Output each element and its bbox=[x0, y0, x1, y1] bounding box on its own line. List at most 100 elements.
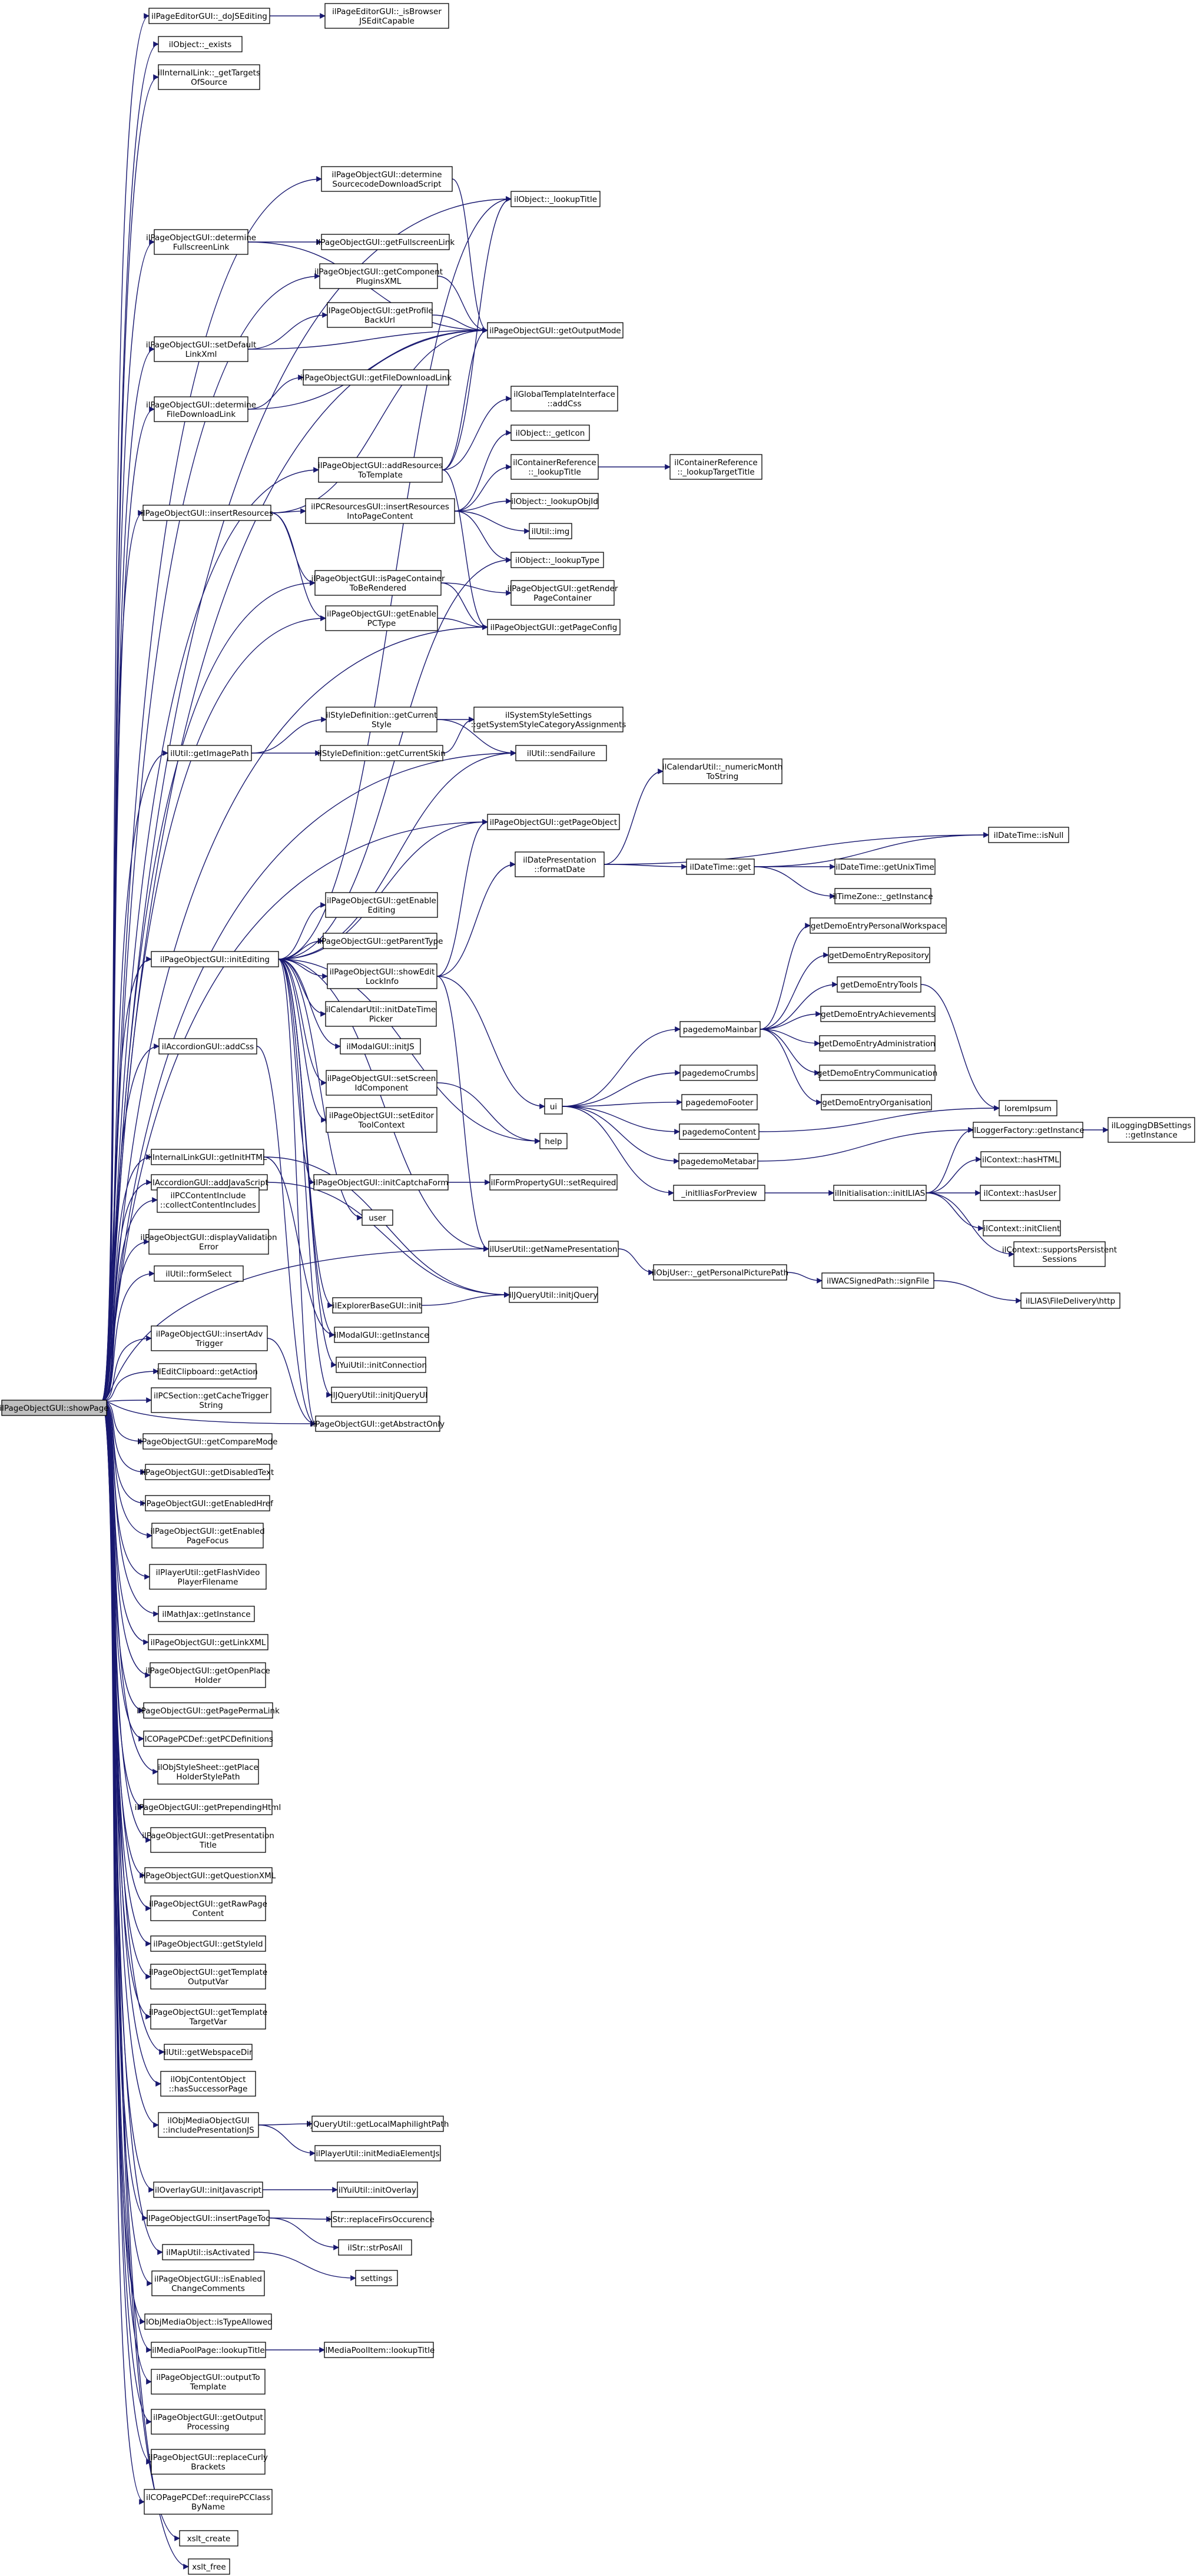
graph-node-n47[interactable]: getDemoEntryTools bbox=[837, 976, 921, 993]
graph-node-n120[interactable]: ilStr::replaceFirsOccurence bbox=[328, 2211, 435, 2227]
graph-node-n76[interactable]: user bbox=[362, 1209, 393, 1226]
graph-node-n109[interactable]: ilPageObjectGUI::getStyleId bbox=[150, 1935, 266, 1952]
graph-node-n39[interactable]: ilDateTime::getUnixTime bbox=[834, 858, 936, 875]
graph-node-n61[interactable]: ilInternalLinkGUI::getInitHTML bbox=[148, 1149, 267, 1165]
graph-node-n99[interactable]: ilMathJax::getInstance bbox=[158, 1606, 255, 1622]
graph-node-n90[interactable]: ilYuiUtil::initConnection bbox=[335, 1357, 427, 1373]
graph-node-n103[interactable]: ilCOPagePCDef::getPCDefinitions bbox=[142, 1730, 273, 1747]
graph-node-n67[interactable]: help bbox=[539, 1133, 568, 1149]
graph-node-n1[interactable]: ilPageEditorGUI::_doJSEditing bbox=[148, 8, 270, 24]
graph-node-n63[interactable]: pagedemoContent bbox=[679, 1123, 760, 1140]
graph-node-n6[interactable]: ilPageObjectGUI::determineSourcecodeDown… bbox=[321, 166, 453, 192]
graph-node-n95[interactable]: ilPageObjectGUI::getDisabledText bbox=[141, 1464, 274, 1480]
graph-node-n107[interactable]: ilPageObjectGUI::getQuestionXML bbox=[141, 1867, 276, 1884]
graph-node-n62[interactable]: loremIpsum bbox=[999, 1100, 1057, 1116]
graph-node-n22[interactable]: ilPCResourcesGUI::insertResourcesIntoPag… bbox=[305, 498, 455, 524]
graph-node-n64[interactable]: ilLoggerFactory::getInstance bbox=[971, 1122, 1085, 1138]
graph-node-n42[interactable]: ilPageObjectGUI::getParentType bbox=[317, 933, 443, 949]
graph-node-n118[interactable]: ilYuiUtil::initOverlay bbox=[337, 2182, 418, 2198]
graph-node-n65[interactable]: ilLoggingDBSettings::getInstance bbox=[1108, 1117, 1195, 1143]
graph-node-n114[interactable]: ilObjMediaObjectGUI::includePresentation… bbox=[158, 2112, 259, 2138]
graph-node-n60[interactable]: getDemoEntryOrganisation bbox=[821, 1094, 932, 1110]
graph-node-n59[interactable]: pagedemoFooter bbox=[681, 1094, 758, 1110]
graph-node-n45[interactable]: getDemoEntryPersonalWorkspace bbox=[810, 917, 947, 934]
graph-node-n20[interactable]: ilObject::_lookupObjId bbox=[510, 493, 599, 509]
graph-node-n43[interactable]: ilPageObjectGUI::initEditing bbox=[151, 951, 279, 967]
graph-node-n8[interactable]: ilPageObjectGUI::getFullscreenLink bbox=[316, 234, 455, 250]
graph-node-n23[interactable]: ilUtil::img bbox=[529, 523, 572, 539]
graph-node-n133[interactable]: xslt_free bbox=[188, 2558, 230, 2575]
graph-node-n70[interactable]: ilPageObjectGUI::initCaptchaForm bbox=[313, 1174, 449, 1191]
graph-node-n30[interactable]: ilSystemStyleSettings::getSystemStyleCat… bbox=[471, 707, 626, 732]
graph-node-n92[interactable]: ilJQueryUtil::initjQueryUI bbox=[331, 1387, 427, 1403]
graph-node-n49[interactable]: getDemoEntryAchievements bbox=[820, 1006, 936, 1022]
graph-node-n112[interactable]: ilUtil::getWebspaceDir bbox=[164, 2044, 253, 2060]
graph-node-n41[interactable]: ilTimeZone::_getInstance bbox=[833, 888, 933, 904]
graph-node-n132[interactable]: xslt_create bbox=[179, 2530, 238, 2547]
graph-node-n75[interactable]: ilPCContentInclude::collectContentInclud… bbox=[157, 1187, 260, 1213]
graph-node-n98[interactable]: ilPlayerUtil::getFlashVideoPlayerFilenam… bbox=[149, 1564, 267, 1590]
graph-node-n93[interactable]: ilPageObjectGUI::getAbstractOnly bbox=[311, 1415, 445, 1432]
graph-node-n46[interactable]: getDemoEntryRepository bbox=[828, 947, 930, 963]
graph-node-n51[interactable]: ilModalGUI::initJS bbox=[340, 1038, 421, 1055]
graph-node-n57[interactable]: ui bbox=[544, 1098, 563, 1115]
graph-node-n102[interactable]: ilPageObjectGUI::getPagePermaLink bbox=[137, 1702, 280, 1719]
graph-node-n11[interactable]: ilPageObjectGUI::getOutputMode bbox=[487, 322, 624, 339]
graph-node-n55[interactable]: pagedemoCrumbs bbox=[679, 1065, 758, 1081]
graph-node-n71[interactable]: ilFormPropertyGUI::setRequired bbox=[489, 1174, 618, 1191]
graph-node-n127[interactable]: ilMediaPoolItem::lookupTitle bbox=[323, 2342, 435, 2358]
graph-node-n123[interactable]: settings bbox=[355, 2270, 398, 2286]
graph-node-n86[interactable]: ilLIAS\FileDelivery\http bbox=[1020, 1292, 1120, 1309]
graph-node-n14[interactable]: ilPageObjectGUI::determineFileDownloadLi… bbox=[146, 396, 256, 422]
graph-node-n125[interactable]: ilObjMediaObject::isTypeAllowed bbox=[144, 2313, 273, 2330]
graph-node-n126[interactable]: ilMediaPoolPage::lookupTitle bbox=[151, 2342, 266, 2358]
graph-node-n28[interactable]: ilPageObjectGUI::getPageConfig bbox=[487, 619, 621, 635]
graph-node-n81[interactable]: ilUtil::formSelect bbox=[154, 1265, 244, 1282]
graph-node-n74[interactable]: ilContext::hasUser bbox=[980, 1185, 1060, 1201]
graph-node-n122[interactable]: ilMapUtil::isActivated bbox=[162, 2244, 254, 2260]
graph-node-n77[interactable]: ilContext::initClient bbox=[983, 1220, 1061, 1236]
graph-node-n84[interactable]: ilExplorerBaseGUI::init bbox=[332, 1297, 422, 1314]
graph-node-n19[interactable]: ilContainerReference::_lookupTargetTitle bbox=[669, 454, 762, 480]
graph-node-n85[interactable]: ilJQueryUtil::initjQuery bbox=[509, 1287, 598, 1303]
graph-node-n116[interactable]: ilPlayerUtil::initMediaElementJs bbox=[314, 2145, 441, 2161]
graph-node-n21[interactable]: ilPageObjectGUI::insertResources bbox=[141, 505, 273, 521]
graph-node-n68[interactable]: pagedemoMetabar bbox=[678, 1153, 758, 1169]
graph-node-n119[interactable]: ilPageObjectGUI::insertPageToc bbox=[146, 2210, 270, 2226]
root-node[interactable]: ilPageObjectGUI::showPage bbox=[0, 1400, 109, 1416]
graph-node-n52[interactable]: pagedemoMainbar bbox=[679, 1021, 761, 1037]
graph-node-n72[interactable]: _initIliasForPreview bbox=[673, 1185, 765, 1201]
graph-node-n37[interactable]: ilDateTime::isNull bbox=[988, 827, 1069, 843]
graph-node-n94[interactable]: ilPageObjectGUI::getCompareMode bbox=[138, 1433, 278, 1450]
graph-node-n35[interactable]: ilPageObjectGUI::getPageObject bbox=[487, 814, 620, 830]
graph-node-n25[interactable]: ilPageObjectGUI::isPageContainerToBeRend… bbox=[311, 570, 445, 596]
graph-node-n105[interactable]: ilPageObjectGUI::getPrependingHtml bbox=[135, 1799, 281, 1815]
graph-node-n5[interactable]: ilObject::_lookupTitle bbox=[510, 191, 601, 207]
graph-node-n73[interactable]: ilInitialisation::initILIAS bbox=[833, 1185, 927, 1201]
